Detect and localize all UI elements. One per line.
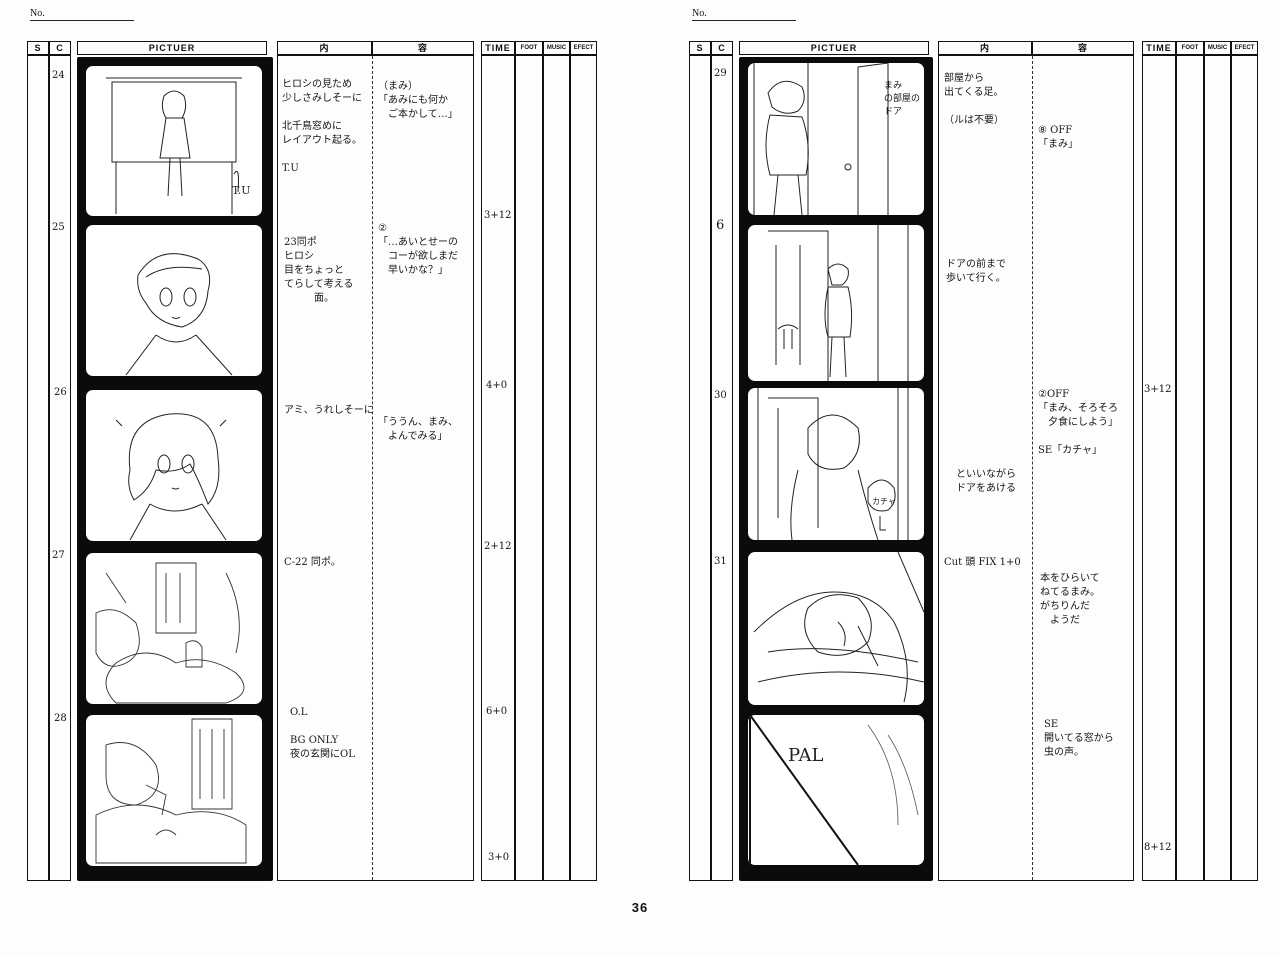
action-note: アミ、うれしそーに — [284, 405, 374, 416]
action-note: ドアの前まで 歩いて行く。 — [946, 259, 1006, 284]
header-s: S — [27, 41, 49, 55]
time-value: 3+12 — [1144, 384, 1172, 395]
film-strip: カチャ PAL — [739, 57, 933, 881]
panel-frame — [86, 225, 262, 376]
time-value: 3+12 — [484, 210, 512, 221]
foot-column — [1176, 55, 1204, 881]
dialogue-note: 本をひらいて ねてるまみ。 がちりんだ ようだ — [1040, 573, 1100, 626]
panel-frame — [748, 63, 924, 215]
effect-column — [570, 55, 597, 881]
sheet-number-line — [692, 20, 796, 21]
cut-number: 26 — [54, 387, 67, 398]
header-foot: FOOT — [1176, 41, 1204, 55]
time-value: 2+12 — [484, 541, 512, 552]
content-divider — [1032, 56, 1033, 880]
sketch-street-night — [95, 562, 245, 704]
panel-frame — [86, 390, 262, 541]
frame-label: T.U — [232, 184, 251, 197]
sketch-girl-reading-in-bed — [753, 552, 924, 703]
cut-number: 29 — [714, 68, 727, 79]
cut-number: 25 — [52, 222, 65, 233]
time-column — [1142, 55, 1176, 881]
time-value: 3+0 — [488, 852, 510, 863]
scene-mark: 6 — [716, 218, 725, 233]
header-content-a: 内 — [277, 41, 372, 55]
time-value: 6+0 — [486, 706, 508, 717]
cut-number: 28 — [54, 713, 67, 724]
sketch-boy-closeup — [125, 253, 233, 376]
cut-number: 27 — [52, 550, 65, 561]
header-content-a: 内 — [938, 41, 1032, 55]
dialogue-note: ②OFF 「まみ、そろそろ 夕食にしよう」 SE「カチャ」 — [1038, 389, 1118, 456]
content-column — [938, 55, 1134, 881]
dialogue-note: ② 「…あいとせーの コーが欲しまだ 早いかな？」 — [378, 223, 458, 276]
content-column — [277, 55, 474, 881]
header-picture: PICTUER — [77, 41, 267, 55]
dialogue-note: ⑧ OFF 「まみ」 — [1038, 125, 1078, 150]
c-column — [711, 55, 733, 881]
header-s: S — [689, 41, 711, 55]
sketch-boy-exits-room — [753, 63, 889, 215]
time-value: 4+0 — [486, 380, 508, 391]
dialogue-note: （まみ） 「あみにも何か ご本かして…」 — [378, 81, 458, 120]
sheet-number-label: No. — [692, 8, 707, 19]
action-note: 23同ポ ヒロシ 目をちょっと てらして考える 面。 — [284, 237, 354, 304]
sketch-boy-opens-door: カチャ — [757, 388, 909, 540]
sketch-girl-closeup — [115, 413, 227, 541]
header-c: C — [49, 41, 71, 55]
action-note: ヒロシの見ため 少しさみしそーに 北千鳥窓めに レイアウト起る。 T.U — [282, 79, 362, 174]
sound-note: SE 開いてる窓から 虫の声。 — [1044, 719, 1114, 758]
frame-label: カチャ — [872, 497, 896, 506]
action-note: 部屋から 出てくる足。 （ルは不要） — [944, 73, 1004, 126]
action-note: Cut 頭 FIX 1+0 — [944, 557, 1021, 568]
sketch-entrance-bg — [95, 718, 247, 864]
panel-frame: PAL — [748, 715, 924, 865]
time-value: 8+12 — [1144, 842, 1172, 853]
panel-frame: T.U — [86, 66, 262, 216]
effect-column — [1231, 55, 1258, 881]
header-time: TIME — [481, 41, 515, 55]
panel-frame — [748, 552, 924, 705]
s-column — [27, 55, 49, 881]
header-picture: PICTUER — [739, 41, 929, 55]
music-column — [543, 55, 570, 881]
header-music: MUSIC — [543, 41, 570, 55]
film-strip: T.U — [77, 57, 273, 881]
header-content-b: 容 — [372, 41, 474, 55]
panel-frame — [86, 553, 262, 704]
header-time: TIME — [1142, 41, 1176, 55]
header-foot: FOOT — [515, 41, 543, 55]
sheet-number-label: No. — [30, 8, 45, 19]
panel-frame — [748, 225, 924, 381]
header-content-b: 容 — [1032, 41, 1134, 55]
header-c: C — [711, 41, 733, 55]
cut-number: 24 — [52, 70, 65, 81]
action-note: といいながら ドアをあける — [956, 469, 1016, 494]
sketch-boy-walks-to-door — [768, 225, 909, 381]
time-column — [481, 55, 515, 881]
foot-column — [515, 55, 543, 881]
page-number: 36 — [631, 900, 649, 915]
frame-label: PAL — [788, 745, 823, 766]
header-effect: EFECT — [570, 41, 597, 55]
content-divider — [372, 56, 373, 880]
header-effect: EFECT — [1231, 41, 1258, 55]
cut-number: 30 — [714, 390, 727, 401]
sheet-number-line — [30, 20, 134, 21]
dialogue-note: 「ううん、まみ、 よんでみる」 — [378, 417, 458, 442]
sketch-window-pan: PAL — [749, 715, 919, 865]
side-note: まみ の部屋の ドア — [884, 81, 921, 117]
header-music: MUSIC — [1204, 41, 1231, 55]
s-column — [689, 55, 711, 881]
panel-frame — [86, 715, 262, 866]
action-note: O.L BG ONLY 夜の玄関にOL — [290, 707, 355, 760]
action-note: C-22 同ポ。 — [284, 557, 341, 568]
music-column — [1204, 55, 1231, 881]
panel-frame: カチャ — [748, 388, 924, 540]
sketch-girl-at-window: T.U — [106, 77, 251, 214]
c-column — [49, 55, 71, 881]
cut-number: 31 — [714, 556, 727, 567]
